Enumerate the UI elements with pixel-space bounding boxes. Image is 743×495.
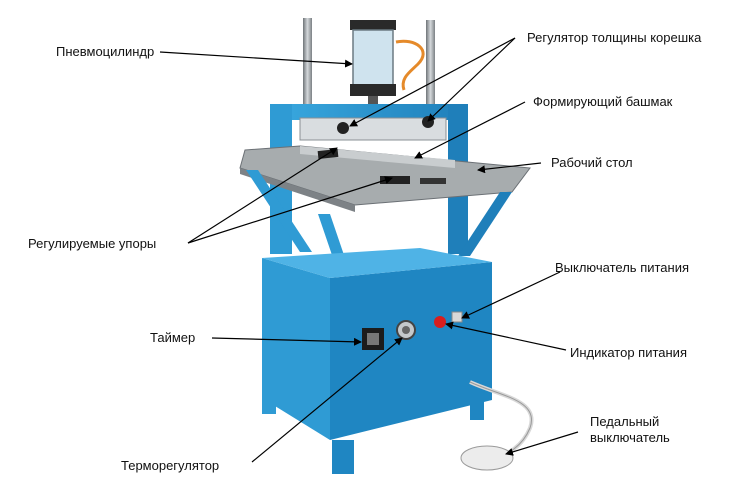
label-work-table: Рабочий стол (551, 155, 633, 170)
pedal-assembly (460, 380, 534, 471)
label-thermoregulator: Терморегулятор (121, 458, 220, 473)
label-pedal-switch-line1: Педальный (590, 414, 660, 429)
label-pneumocylinder: Пневмоцилиндр (56, 44, 155, 59)
label-power-indicator: Индикатор питания (570, 345, 687, 360)
label-timer: Таймер (150, 330, 196, 345)
pneumocylinder-shape (350, 20, 425, 106)
leader-lines (159, 37, 579, 463)
guide-rods (303, 18, 435, 112)
lower-cabinet (262, 248, 492, 474)
label-pedal-switch: Педальный выключатель (590, 414, 670, 446)
label-adjustable-stops: Регулируемые упоры (28, 236, 157, 251)
work-table-shape (239, 145, 531, 212)
label-forming-shoe: Формирующий башмак (533, 94, 673, 109)
side-struts (246, 170, 512, 258)
label-pedal-switch-line2: выключатель (590, 430, 670, 445)
label-power-switch: Выключатель питания (555, 260, 690, 275)
label-spine-thickness-regulator: Регулятор толщины корешка (527, 30, 702, 45)
